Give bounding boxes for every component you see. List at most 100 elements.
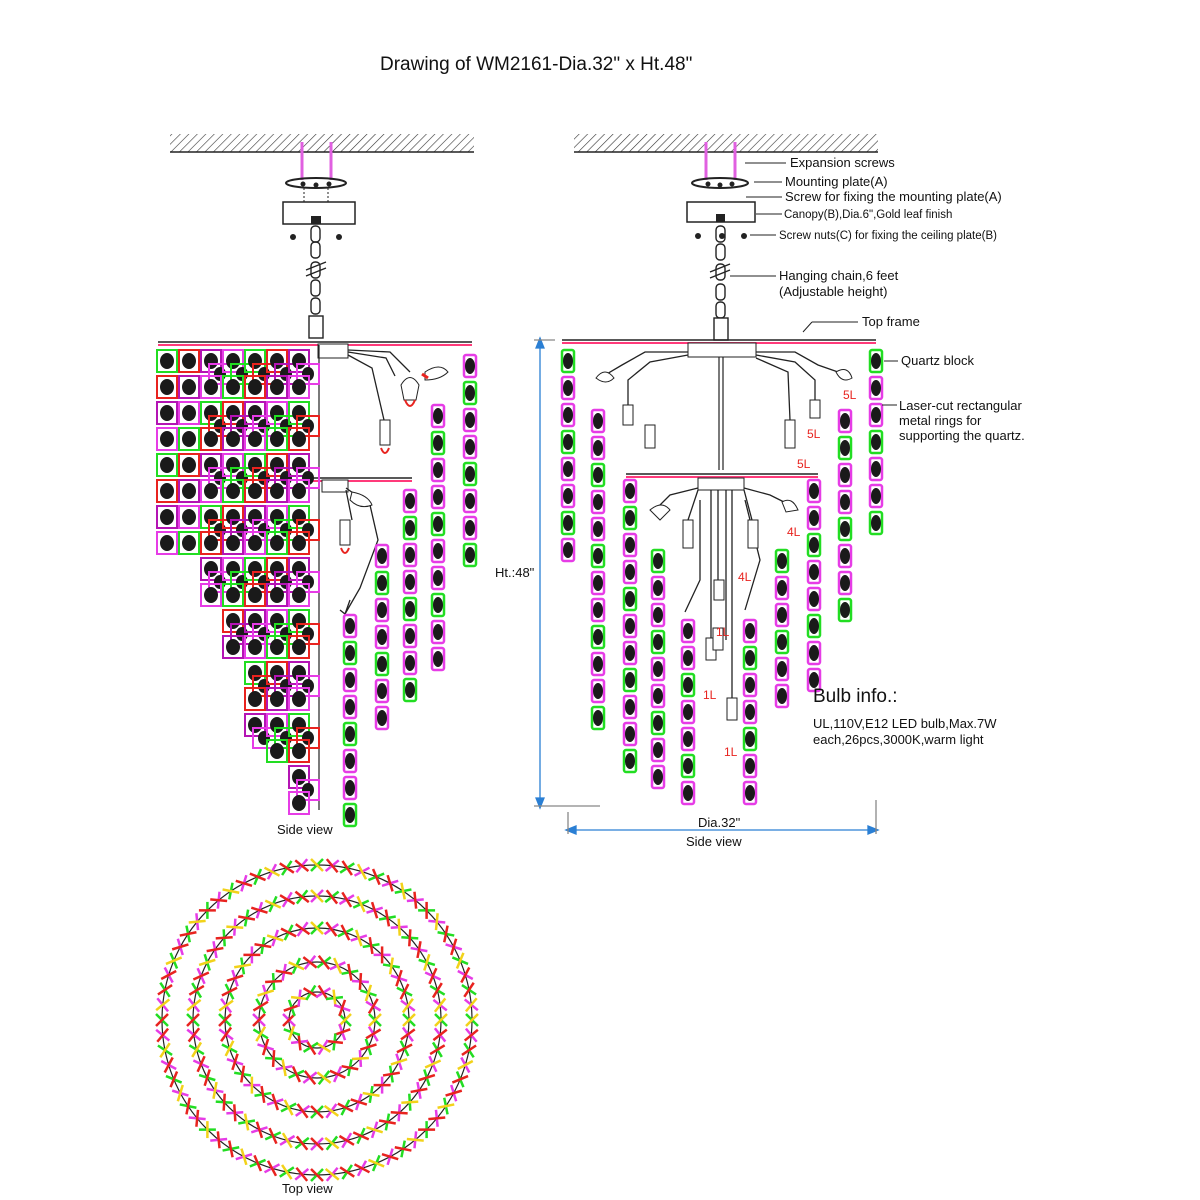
quartz-block-top	[294, 1135, 310, 1151]
quartz-block-top	[186, 997, 202, 1013]
quartz-block	[680, 726, 696, 752]
quartz-block-top	[252, 1013, 266, 1027]
quartz-block-top	[401, 929, 419, 947]
quartz-block	[266, 479, 288, 503]
quartz-block	[374, 678, 390, 704]
quartz-block	[774, 575, 790, 601]
quartz-block	[244, 375, 266, 399]
quartz-block-top	[302, 954, 318, 970]
quartz-block	[650, 656, 666, 682]
quartz-block-top	[445, 938, 463, 956]
quartz-block	[462, 515, 478, 541]
quartz-block	[200, 427, 222, 451]
quartz-block-top	[406, 1131, 424, 1149]
quartz-block-top	[437, 925, 455, 943]
quartz-block-top	[264, 895, 282, 913]
bulb-info-line-2: each,26pcs,3000K,warm light	[813, 732, 984, 747]
quartz-block	[560, 429, 576, 455]
quartz-block-top	[279, 1132, 296, 1149]
quartz-block	[244, 453, 276, 489]
quartz-block	[430, 565, 446, 591]
quartz-block-top	[198, 1069, 216, 1087]
quartz-block	[222, 531, 244, 555]
quartz-block-top	[461, 982, 477, 998]
quartz-block	[806, 613, 822, 639]
light-count: 1L	[716, 625, 730, 639]
quartz-block	[742, 699, 758, 725]
quartz-block	[244, 349, 276, 385]
quartz-block-top	[221, 983, 238, 1000]
quartz-block	[622, 694, 638, 720]
quartz-block	[156, 531, 178, 555]
quartz-block-top	[280, 924, 297, 941]
quartz-block	[806, 478, 822, 504]
quartz-block	[266, 687, 288, 711]
quartz-block-top	[310, 1105, 324, 1119]
quartz-block-top	[257, 984, 275, 1002]
quartz-block-top	[290, 989, 309, 1007]
quartz-block-top	[198, 1121, 216, 1139]
quartz-block	[266, 349, 298, 385]
quartz-block-top	[234, 1065, 252, 1083]
quartz-block-top	[316, 1070, 332, 1086]
quartz-block	[156, 349, 178, 373]
quartz-block	[622, 478, 638, 504]
quartz-block-top	[341, 963, 359, 981]
light-count: 4L	[738, 570, 752, 584]
quartz-block	[244, 557, 276, 593]
quartz-block	[178, 479, 200, 503]
quartz-block-top	[226, 918, 244, 936]
light-count: 5L	[807, 427, 821, 441]
quartz-block-top	[396, 1040, 413, 1057]
quartz-block-top	[157, 982, 173, 998]
quartz-block-top	[252, 998, 269, 1015]
quartz-block	[374, 597, 390, 623]
quartz-block	[288, 791, 310, 815]
label-height: Ht.:48"	[495, 565, 535, 580]
quartz-block	[156, 453, 178, 477]
quartz-block-top	[155, 997, 171, 1013]
quartz-block-top	[418, 901, 436, 919]
quartz-block	[266, 713, 298, 749]
quartz-block	[868, 483, 884, 509]
quartz-block-top	[400, 1026, 416, 1042]
quartz-block	[837, 570, 853, 596]
quartz-block-top	[424, 1055, 442, 1073]
quartz-block	[590, 408, 606, 434]
quartz-block	[868, 348, 884, 374]
quartz-block-top	[257, 1038, 275, 1056]
quartz-block	[288, 739, 310, 763]
quartz-block	[560, 402, 576, 428]
quartz-block	[288, 505, 320, 541]
quartz-block	[244, 635, 266, 659]
quartz-block-top	[367, 1154, 385, 1172]
quartz-block	[244, 661, 276, 697]
quartz-block	[288, 375, 310, 399]
quartz-block-top	[365, 1025, 382, 1042]
quartz-block-top	[186, 1013, 200, 1027]
quartz-block-top	[316, 954, 332, 970]
quartz-block	[622, 559, 638, 585]
callout-leaders	[730, 162, 898, 406]
quartz-block	[742, 753, 758, 779]
quartz-block	[590, 705, 606, 731]
quartz-block-top	[418, 1069, 436, 1087]
quartz-block	[430, 619, 446, 645]
quartz-block	[650, 602, 666, 628]
quartz-block	[156, 401, 178, 425]
quartz-block-top	[373, 1076, 391, 1094]
quartz-block	[178, 427, 200, 451]
quartz-block-top	[266, 1093, 284, 1111]
quartz-block	[560, 348, 576, 374]
quartz-block	[342, 721, 358, 747]
quartz-block-top	[250, 901, 268, 919]
quartz-block	[266, 531, 288, 555]
quartz-block-top	[337, 1099, 354, 1116]
quartz-block	[222, 583, 244, 607]
quartz-block-top	[338, 891, 355, 908]
quartz-block-top	[215, 929, 233, 947]
quartz-block	[244, 687, 266, 711]
quartz-block-top	[337, 924, 354, 941]
quartz-block-top	[390, 1053, 408, 1071]
quartz-block-top	[381, 1148, 399, 1166]
